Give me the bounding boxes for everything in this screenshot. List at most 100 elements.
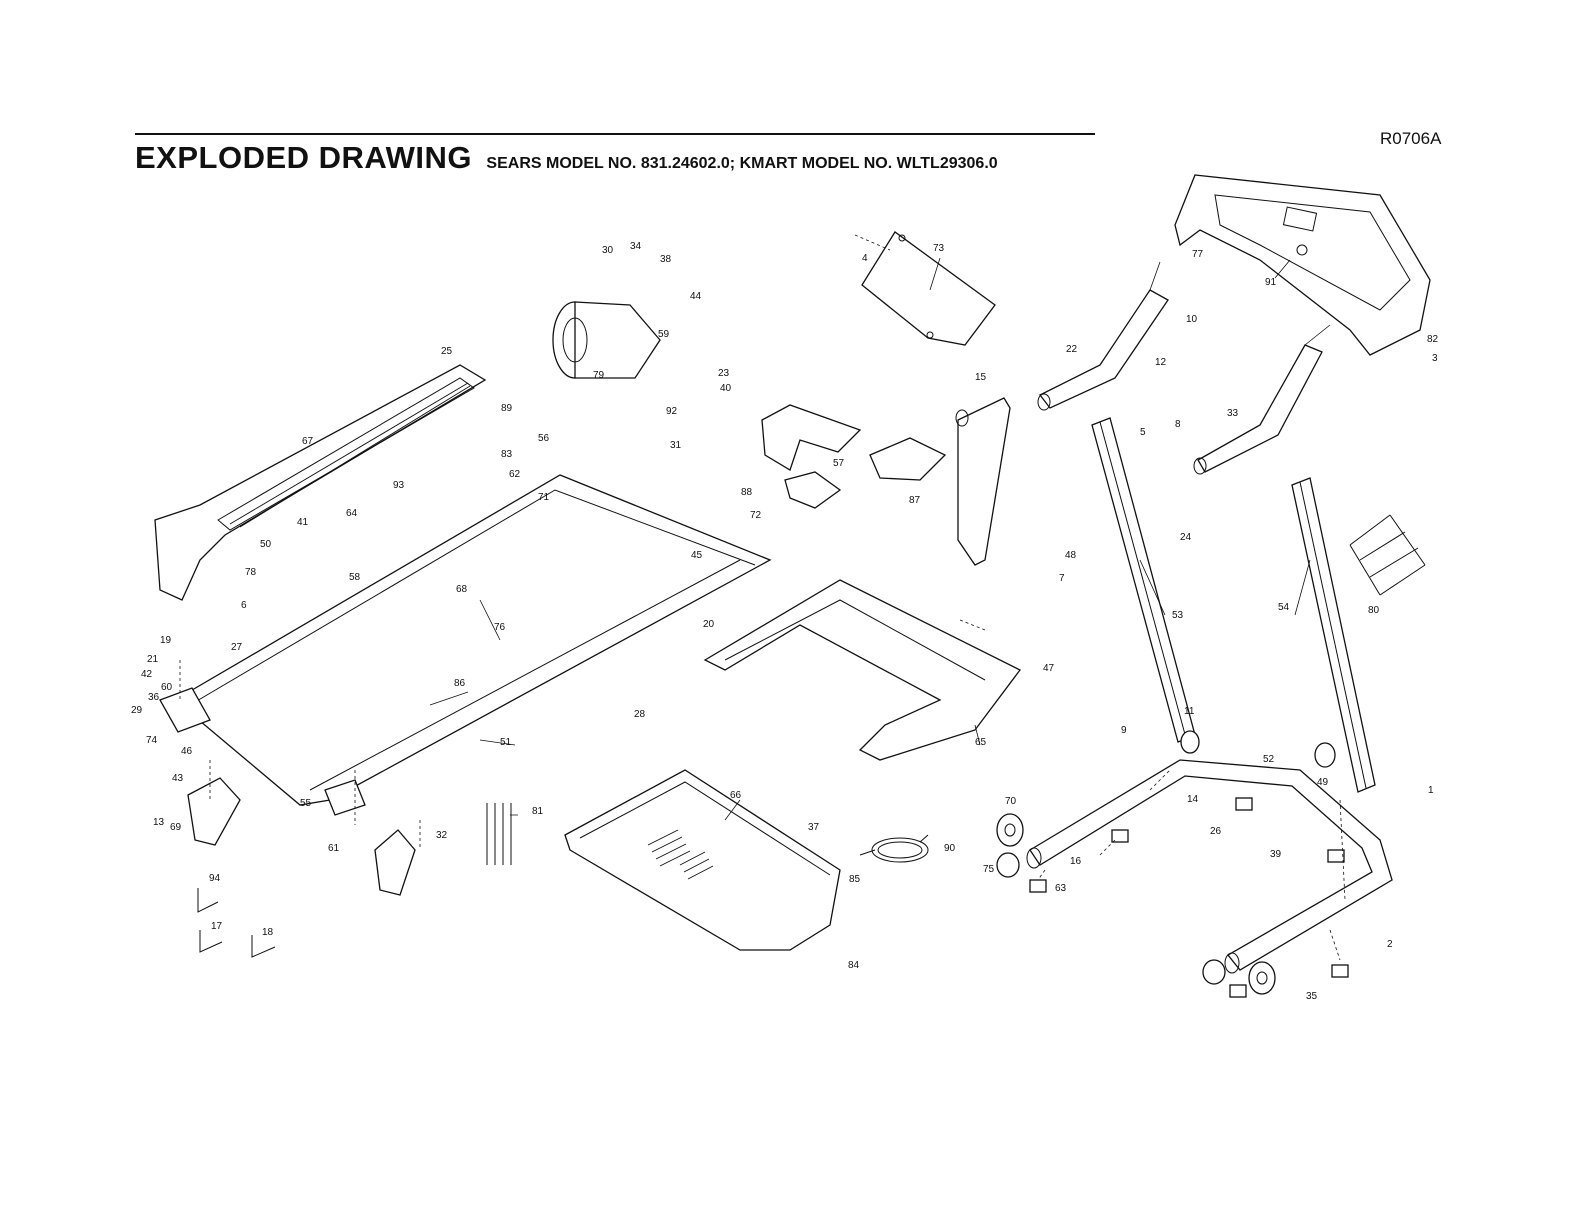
callout-68: 68 xyxy=(456,584,468,595)
callout-64: 64 xyxy=(346,508,358,519)
callout-57: 57 xyxy=(833,458,845,469)
callout-74: 74 xyxy=(146,735,158,746)
callout-29: 29 xyxy=(131,705,143,716)
callout-91: 91 xyxy=(1265,277,1277,288)
callout-55: 55 xyxy=(300,798,312,809)
callout-33: 33 xyxy=(1227,408,1239,419)
callout-27: 27 xyxy=(231,642,243,653)
callout-46: 46 xyxy=(181,746,193,757)
motor-hood-part xyxy=(703,579,1021,761)
callout-82: 82 xyxy=(1427,334,1439,345)
callout-62: 62 xyxy=(509,469,521,480)
callout-56: 56 xyxy=(538,433,550,444)
callout-25: 25 xyxy=(441,346,453,357)
wheel-right-part xyxy=(1202,959,1276,995)
callout-42: 42 xyxy=(141,669,153,680)
callout-39: 39 xyxy=(1270,849,1282,860)
wire-ties-part xyxy=(486,803,512,865)
callout-16: 16 xyxy=(1070,856,1082,867)
power-cord-part xyxy=(859,834,929,863)
callout-51: 51 xyxy=(500,737,512,748)
callout-73: 73 xyxy=(933,243,945,254)
callout-92: 92 xyxy=(666,406,678,417)
console-part xyxy=(1174,174,1431,356)
callout-63: 63 xyxy=(1055,883,1067,894)
callout-83: 83 xyxy=(501,449,513,460)
title-model-numbers: SEARS MODEL NO. 831.24602.0; KMART MODEL… xyxy=(486,155,998,172)
callout-labels: 1234567891011121314151617181920212223242… xyxy=(131,241,1439,1002)
callout-7: 7 xyxy=(1059,573,1065,584)
callout-8: 8 xyxy=(1175,419,1181,430)
callout-28: 28 xyxy=(634,709,646,720)
controller-bracket-part xyxy=(761,404,947,509)
base-pan-part xyxy=(564,769,841,951)
wheel-left-part xyxy=(996,813,1024,878)
incline-frame-part xyxy=(1349,514,1426,596)
callout-35: 35 xyxy=(1306,991,1318,1002)
assembly-lines xyxy=(179,234,1346,961)
callout-34: 34 xyxy=(630,241,642,252)
drawing-code: R0706A xyxy=(1380,129,1442,148)
callout-67: 67 xyxy=(302,436,314,447)
callout-85: 85 xyxy=(849,874,861,885)
callout-66: 66 xyxy=(730,790,742,801)
callout-32: 32 xyxy=(436,830,448,841)
callout-78: 78 xyxy=(245,567,257,578)
callout-61: 61 xyxy=(328,843,340,854)
right-handlebar-part xyxy=(1193,344,1323,475)
callout-79: 79 xyxy=(593,370,605,381)
callout-65: 65 xyxy=(975,737,987,748)
callout-50: 50 xyxy=(260,539,272,550)
callout-53: 53 xyxy=(1172,610,1184,621)
walking-deck-part xyxy=(159,474,772,816)
callout-38: 38 xyxy=(660,254,672,265)
callout-90: 90 xyxy=(944,843,956,854)
roller-bracket-left-part xyxy=(187,777,241,846)
title-rule xyxy=(135,133,1095,135)
callout-43: 43 xyxy=(172,773,184,784)
callout-9: 9 xyxy=(1121,725,1127,736)
title-main: EXPLODED DRAWING xyxy=(135,140,472,175)
callout-18: 18 xyxy=(262,927,274,938)
callout-52: 52 xyxy=(1263,754,1275,765)
roller-bracket-right-part xyxy=(374,829,416,896)
callout-23: 23 xyxy=(718,368,730,379)
callout-58: 58 xyxy=(349,572,361,583)
callout-54: 54 xyxy=(1278,602,1290,613)
callout-20: 20 xyxy=(703,619,715,630)
callout-17: 17 xyxy=(211,921,223,932)
callout-36: 36 xyxy=(148,692,160,703)
callout-12: 12 xyxy=(1155,357,1167,368)
callout-5: 5 xyxy=(1140,427,1146,438)
callout-31: 31 xyxy=(670,440,682,451)
callout-22: 22 xyxy=(1066,344,1078,355)
drive-belt-part xyxy=(955,397,1011,566)
callout-87: 87 xyxy=(909,495,921,506)
left-upright-part xyxy=(1091,417,1200,754)
callout-13: 13 xyxy=(153,817,165,828)
hex-keys-part xyxy=(197,888,276,958)
callout-14: 14 xyxy=(1187,794,1199,805)
callout-30: 30 xyxy=(602,245,614,256)
callout-26: 26 xyxy=(1210,826,1222,837)
callout-45: 45 xyxy=(691,550,703,561)
callout-86: 86 xyxy=(454,678,466,689)
callout-60: 60 xyxy=(161,682,173,693)
callout-70: 70 xyxy=(1005,796,1017,807)
callout-47: 47 xyxy=(1043,663,1055,674)
leveling-feet-part xyxy=(1029,797,1349,998)
callout-3: 3 xyxy=(1432,353,1438,364)
left-handlebar-part xyxy=(1037,289,1169,411)
callout-93: 93 xyxy=(393,480,405,491)
callout-88: 88 xyxy=(741,487,753,498)
callout-59: 59 xyxy=(658,329,670,340)
callout-48: 48 xyxy=(1065,550,1077,561)
callout-89: 89 xyxy=(501,403,513,414)
callout-75: 75 xyxy=(983,864,995,875)
callout-69: 69 xyxy=(170,822,182,833)
callout-44: 44 xyxy=(690,291,702,302)
page-title: EXPLODED DRAWING SEARS MODEL NO. 831.246… xyxy=(135,140,998,176)
callout-80: 80 xyxy=(1368,605,1380,616)
